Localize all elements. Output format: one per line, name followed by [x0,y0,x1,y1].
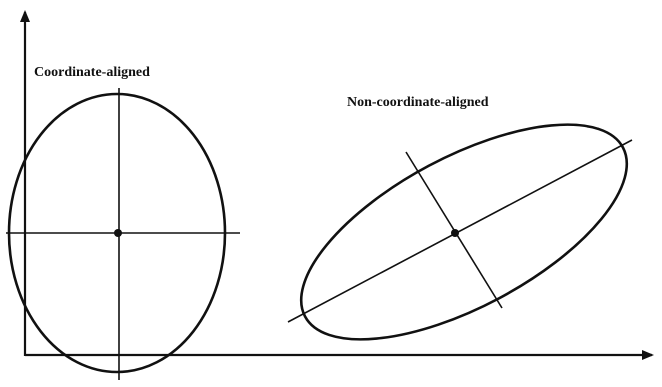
non-coordinate-aligned-ellipse [299,123,629,341]
coordinate-aligned-ellipse-group [6,88,240,380]
coordinate-aligned-center-point [114,229,122,237]
non-coordinate-aligned-ellipse-group [287,123,633,341]
non-coordinate-aligned-major-axis [287,139,633,323]
coordinate-aligned-label: Coordinate-aligned [34,65,150,80]
non-coordinate-aligned-label: Non-coordinate-aligned [347,95,489,110]
non-coordinate-aligned-center-point [451,229,459,237]
